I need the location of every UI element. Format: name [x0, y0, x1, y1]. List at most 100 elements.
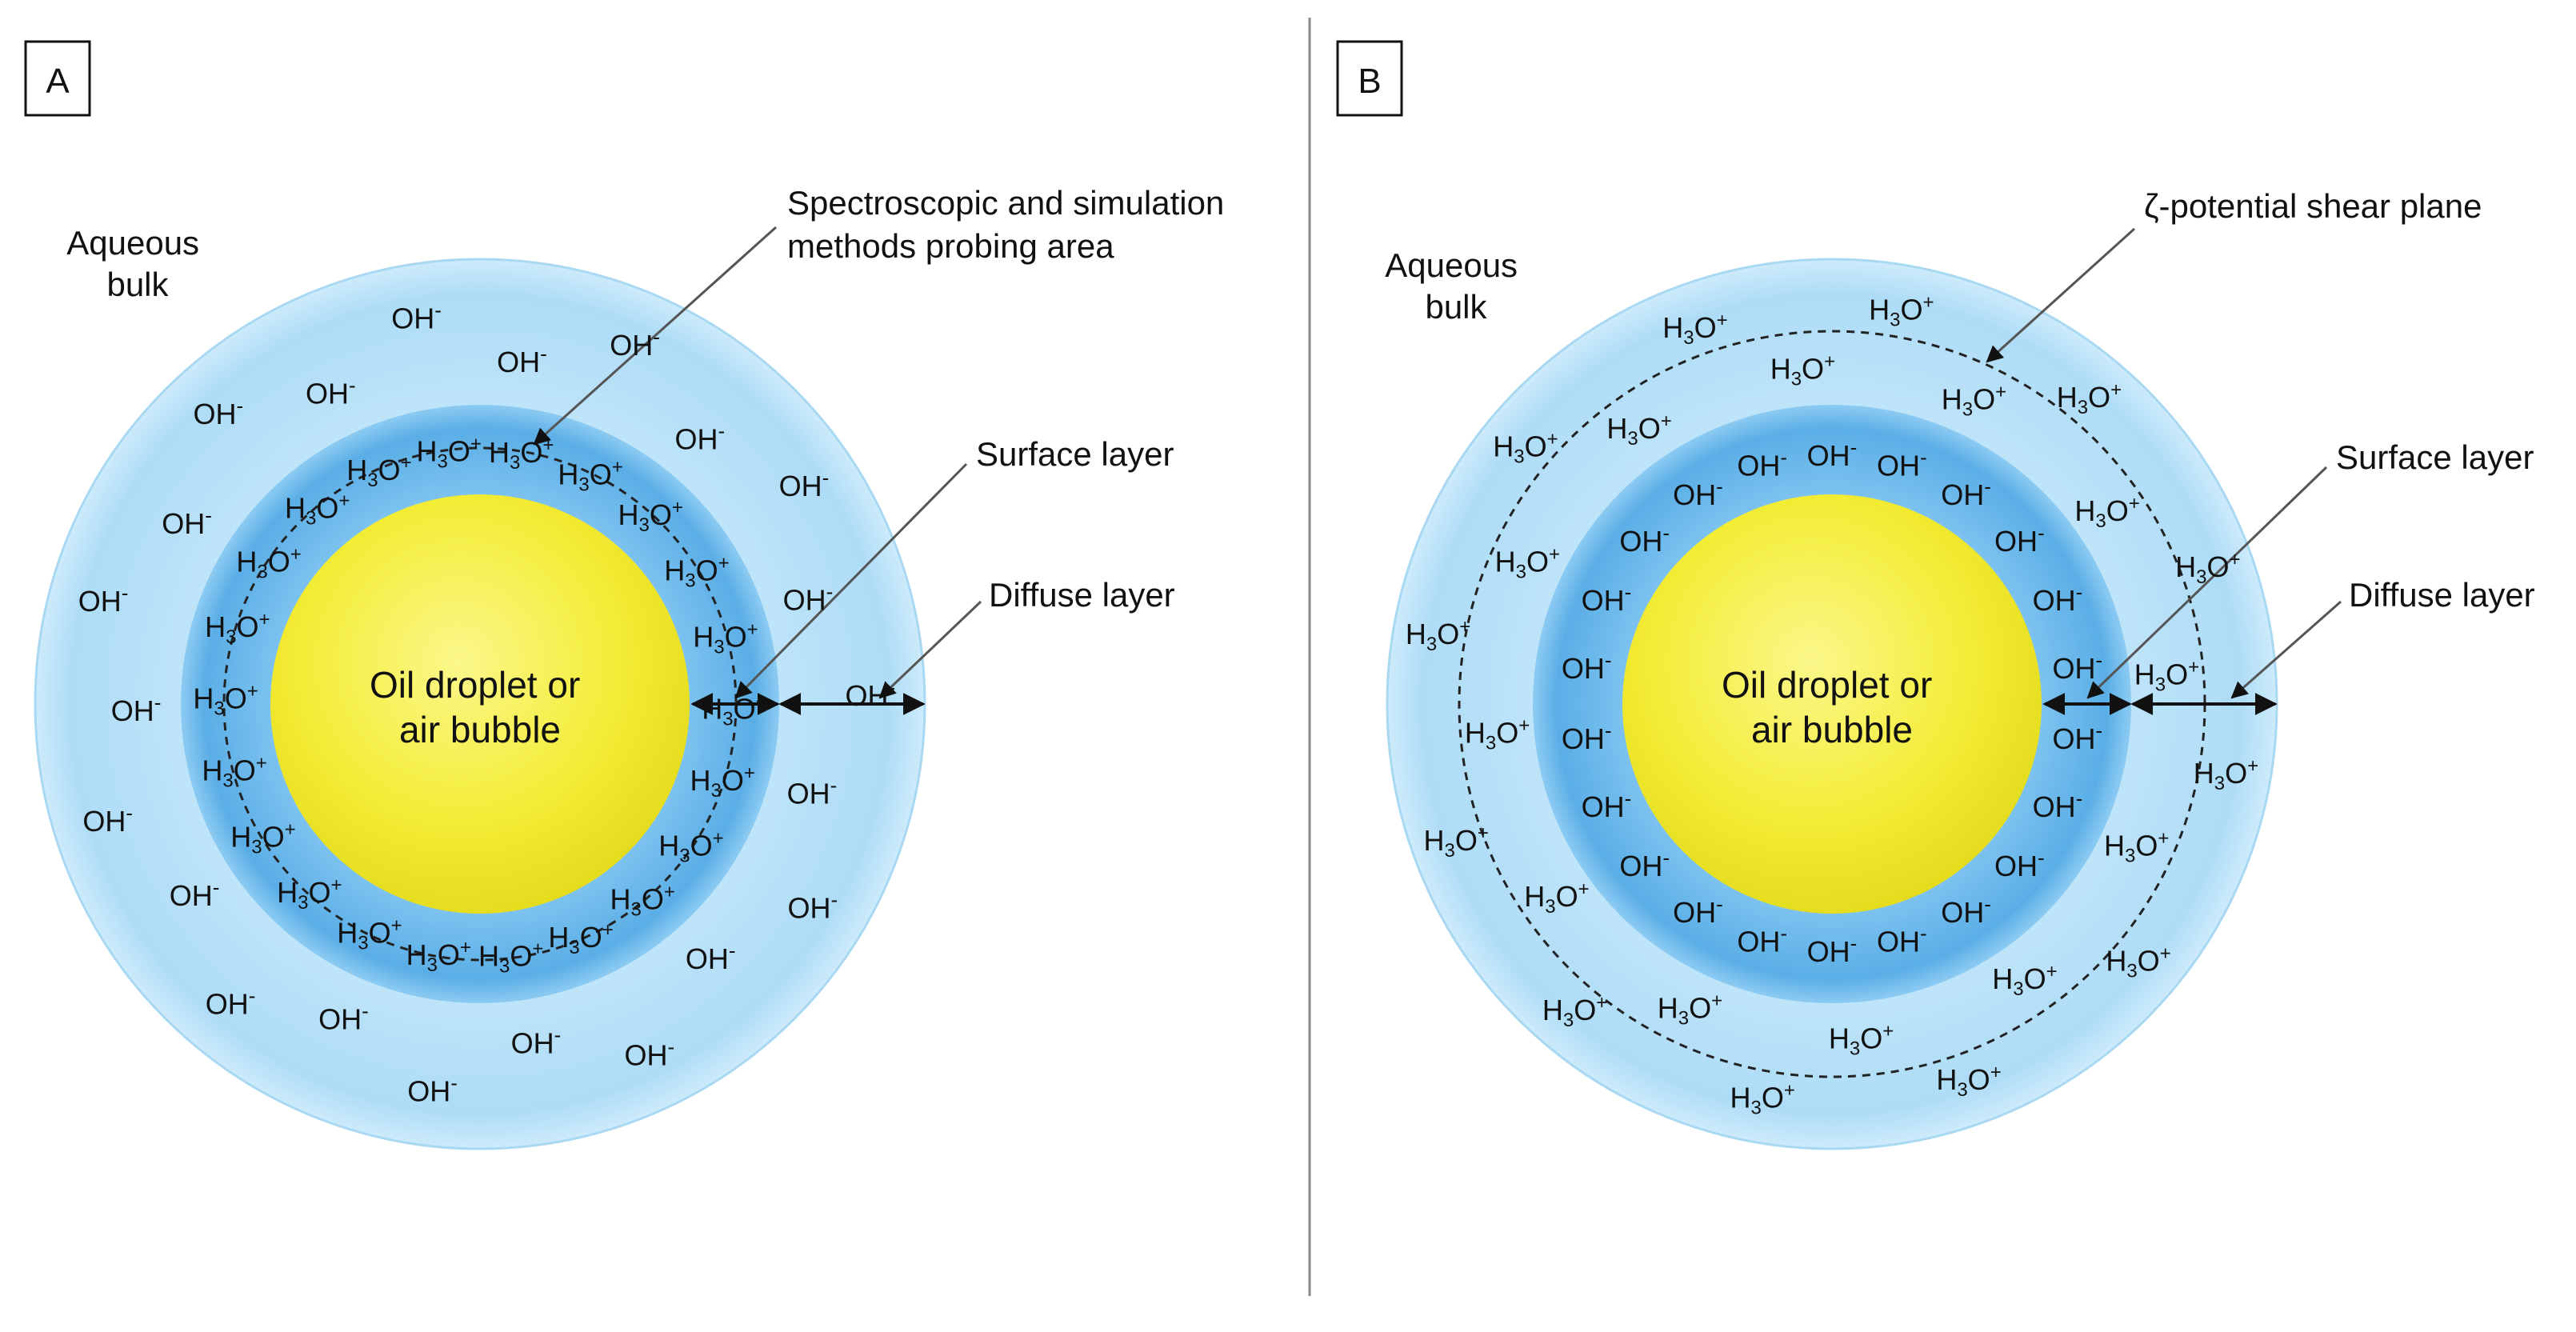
- panel-b-top-annotation: ζ-potential shear plane: [2144, 187, 2482, 225]
- panel-b-letter-box: [1336, 40, 1403, 117]
- panel-b-surface-ion: OH-: [1737, 446, 1787, 482]
- panel-b-diffuse-ion: H3O+: [2057, 379, 2122, 418]
- panel-b-surface-ion: OH-: [1807, 435, 1858, 472]
- panel-a-diffuse-ion: OH-: [610, 325, 660, 362]
- panel-a: A Oil droplet or air bubble Aqueous bulk…: [24, 40, 1234, 1150]
- panel-b-diffuse-ion: H3O+: [2104, 827, 2169, 866]
- panel-a-diffuse-ion: OH-: [306, 374, 356, 410]
- panel-a-core-label: Oil droplet or air bubble: [370, 664, 590, 750]
- panel-b-surface-ion: OH-: [1737, 921, 1787, 958]
- panel-a-surface-ion: H3O+: [193, 680, 258, 719]
- panel-a-diffuse-ion: OH-: [779, 466, 830, 502]
- panel-a-surface-ion: H3O+: [417, 433, 482, 472]
- panel-a-diffuse-ion: OH-: [511, 1022, 562, 1059]
- panel-a-surface-ion: H3O+: [548, 919, 613, 958]
- panel-b-surface-ion: OH-: [1673, 892, 1723, 929]
- panel-b-diffuse-ion: H3O+: [2175, 549, 2240, 588]
- panel-b-surface-ion: OH-: [1619, 521, 1670, 558]
- panel-a-diffuse-ion: OH-: [497, 342, 547, 378]
- panel-a-surface-pointer: [734, 462, 968, 699]
- panel-b-diffuse-ion: H3O+: [1992, 961, 2057, 1000]
- panel-a-surface-ion: H3O+: [658, 827, 723, 866]
- panel-b-diffuse-ion: H3O+: [1542, 992, 1607, 1031]
- panel-a-diffuse-ion: OH-: [391, 298, 442, 335]
- panel-a-diffuse-ion: OH-: [624, 1035, 674, 1072]
- panel-b-diffuse-ion: H3O+: [1936, 1062, 2001, 1101]
- panel-b-diffuse-ion: H3O+: [1829, 1020, 1894, 1059]
- panel-a-surface-ion: H3O+: [337, 914, 402, 954]
- panel-b-core: [1622, 494, 2042, 914]
- panel-b-annotation-pointer: [1986, 227, 2136, 363]
- panel-a-diffuse-ion: OH-: [78, 581, 129, 618]
- panel-a-surface-ion: H3O+: [664, 553, 729, 592]
- panel-b-diffuse-pointer: [2230, 600, 2342, 699]
- panel-b-surface-pointer: [2086, 466, 2328, 699]
- panel-b-diffuse-ion: H3O+: [1606, 410, 1671, 450]
- panel-b-diffuse-ion: H3O+: [2074, 493, 2139, 532]
- panel-a-surface-ion: H3O+: [693, 619, 758, 658]
- panel-a-top-annotation: Spectroscopic and simulation methods pro…: [787, 184, 1234, 265]
- panel-b-surface-ion: OH-: [1877, 446, 1927, 482]
- panel-b-diffuse-ion: H3O+: [1406, 616, 1470, 655]
- panel-b-surface-ion: OH-: [1994, 846, 2045, 882]
- panel-a-letter: A: [46, 62, 70, 101]
- panel-a-diffuse-ion: OH-: [674, 418, 725, 455]
- panel-a-diffuse-label: Diffuse layer: [989, 576, 1175, 614]
- panel-a-surface-ion: H3O+: [489, 434, 554, 474]
- panel-b-surface-ion: OH-: [1941, 892, 1991, 929]
- panel-a-diffuse-ion: OH-: [206, 983, 256, 1020]
- panel-a-surface-ion: H3O+: [618, 497, 682, 536]
- panel-a-diffuse-ion: OH-: [787, 774, 838, 810]
- panel-a-surface-ion: H3O+: [610, 882, 675, 921]
- panel-a-ions: H3O+H3O+H3O+H3O+H3O+H3O+H3O+H3O+H3O+H3O+…: [78, 298, 896, 1108]
- panel-a-surface-label: Surface layer: [976, 435, 1174, 473]
- panel-a-diffuse-ion: OH-: [162, 503, 212, 540]
- panel-a-diffuse-ion: OH-: [846, 675, 896, 712]
- panel-a-surface-ion: H3O+: [346, 452, 411, 491]
- panel-a-surface-ion: H3O+: [202, 752, 266, 791]
- panel-a-surface-ion: H3O+: [558, 457, 622, 496]
- panel-b-diffuse-ion: H3O+: [1423, 822, 1488, 862]
- panel-a-diffuse-ion: OH-: [783, 579, 834, 616]
- panel-a-surface-ion: H3O+: [285, 490, 350, 529]
- panel-b-surface-ion: OH-: [1994, 521, 2045, 558]
- panel-b-diffuse-ion: H3O+: [1524, 878, 1589, 918]
- panel-b-ions: OH-OH-OH-OH-OH-OH-OH-OH-OH-OH-OH-OH-OH-O…: [1406, 292, 2258, 1119]
- panel-b-surface-ion: OH-: [1562, 718, 1612, 755]
- panel-a-diffuse-pointer: [878, 600, 982, 699]
- panel-b-letter: B: [1358, 62, 1381, 101]
- panel-a-surface-ion: H3O+: [230, 818, 295, 858]
- panel-a-diffuse-ion: OH-: [407, 1070, 458, 1107]
- panel-b-diffuse-ion: H3O+: [1495, 544, 1560, 583]
- panel-b-surface-ion: OH-: [1582, 580, 1632, 617]
- panel-b-diffuse-ion: H3O+: [1658, 990, 1722, 1030]
- panel-b-surface-ion: OH-: [1877, 921, 1927, 958]
- panel-b-core-label: Oil droplet or air bubble: [1722, 664, 1942, 750]
- panel-a-diffuse-ion: OH-: [788, 887, 838, 924]
- panel-b-diffuse-ion: H3O+: [2134, 656, 2199, 695]
- panel-a-diffuse-ion: OH-: [686, 938, 736, 975]
- panel-b-surface-label: Surface layer: [2336, 438, 2534, 476]
- panel-a-diffuse-ion: OH-: [111, 690, 162, 727]
- panel-b-surface-ion: OH-: [1673, 474, 1723, 511]
- panel-b-surface-ion: OH-: [2033, 580, 2083, 617]
- panel-b-diffuse-ion: H3O+: [1869, 292, 1934, 331]
- panel-b-diffuse-ion: H3O+: [1465, 715, 1530, 754]
- panel-a-surface-ion: H3O+: [277, 874, 342, 914]
- panel-b-surface-ion: OH-: [2053, 648, 2103, 685]
- panel-a-diffuse-ion: OH-: [82, 801, 133, 838]
- panel-b-surface-ion: OH-: [1619, 846, 1670, 882]
- panel-b-diffuse-ion: H3O+: [1730, 1079, 1794, 1118]
- panel-a-letter-box: [24, 40, 91, 117]
- panel-b-diffuse-ion: H3O+: [1662, 310, 1727, 349]
- panel-b-diffuse-ion: H3O+: [2106, 942, 2170, 982]
- panel-a-diffuse-ion: OH-: [194, 394, 244, 430]
- panel-b-surface-ion: OH-: [1582, 786, 1632, 823]
- panel-b-surface-ion: OH-: [2033, 786, 2083, 823]
- panel-b-surface-ion: OH-: [1562, 648, 1612, 685]
- panel-b-surface-ion: OH-: [2053, 718, 2103, 755]
- panel-b-diffuse-ion: H3O+: [2194, 755, 2258, 794]
- panel-a-diffuse-ion: OH-: [170, 875, 220, 912]
- panel-a-diffuse-ion: OH-: [318, 999, 369, 1036]
- panel-a-surface-ion: H3O+: [702, 691, 766, 730]
